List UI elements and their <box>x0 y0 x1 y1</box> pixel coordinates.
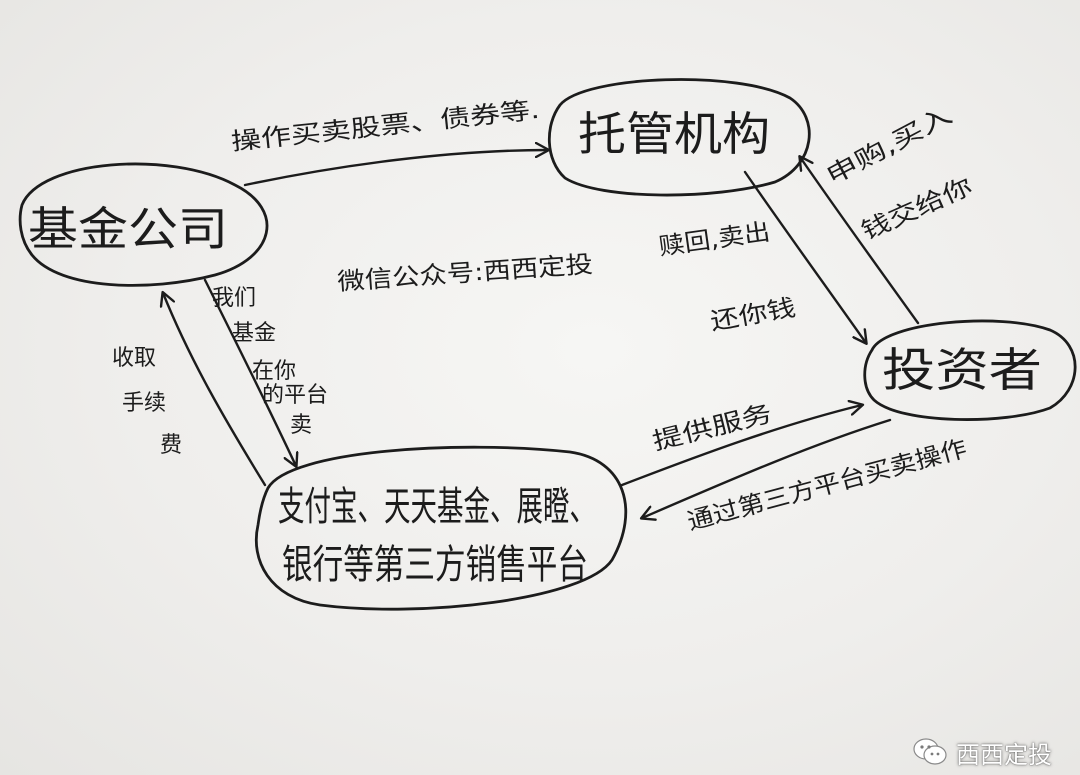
label-platform-to-fund-line2: 手续 <box>122 391 166 416</box>
label-investor-to-custodian-2: 钱交给你 <box>857 172 976 246</box>
label-fund-to-custodian: 操作买卖股票、债券等. <box>230 96 541 156</box>
node-custodian: 托管机构 <box>547 78 811 197</box>
label-custodian-to-investor-1: 赎回,卖出 <box>657 218 772 261</box>
arrow-investor-to-platform <box>642 418 892 518</box>
sales-platform-label-line2: 银行等第三方销售平台 <box>282 542 588 588</box>
label-fund-to-platform-line5: 卖 <box>290 413 312 438</box>
fund-company-label: 基金公司 <box>28 202 228 256</box>
label-platform-to-fund-line1: 收取 <box>112 346 156 371</box>
investor-label: 投资者 <box>882 343 1042 397</box>
label-platform-to-investor: 提供服务 <box>650 399 775 456</box>
node-fund-company: 基金公司 <box>18 162 269 287</box>
node-sales-platform: 支付宝、天天基金、展瞪、 银行等第三方销售平台 <box>254 445 628 611</box>
edge-custodian-to-investor: 赎回,卖出 还你钱 <box>657 170 866 343</box>
label-fund-to-platform-line3: 在你 <box>252 359 296 384</box>
arrow-investor-to-custodian <box>800 157 920 325</box>
watermark: 西西定投 <box>912 735 1052 769</box>
arrow-platform-to-fund <box>163 293 267 487</box>
arrow-platform-to-investor <box>620 405 862 487</box>
label-custodian-to-investor-2: 还你钱 <box>708 293 798 336</box>
watermark-text: 西西定投 <box>956 740 1052 769</box>
arrow-fund-to-custodian <box>243 150 548 187</box>
sales-platform-ellipse <box>254 445 628 611</box>
label-platform-to-fund-line3: 费 <box>160 433 182 458</box>
edge-fund-to-custodian: 操作买卖股票、债券等. <box>230 96 548 187</box>
label-fund-to-platform-line4: 的平台 <box>262 383 328 408</box>
label-investor-to-custodian-1: 申购,买入 <box>822 101 957 191</box>
wechat-icon <box>913 738 947 765</box>
fund-company-ellipse <box>18 162 269 287</box>
sales-platform-label-line1: 支付宝、天天基金、展瞪、 <box>278 484 596 530</box>
label-fund-to-platform-line2: 基金 <box>232 321 276 346</box>
node-investor: 投资者 <box>863 319 1077 421</box>
investor-ellipse <box>863 319 1077 421</box>
custodian-ellipse <box>547 78 811 197</box>
custodian-label: 托管机构 <box>578 107 770 161</box>
edge-investor-to-custodian: 申购,买入 钱交给你 <box>800 101 976 325</box>
edge-platform-to-fund: 收取 手续 费 <box>112 293 267 487</box>
arrow-fund-to-platform <box>203 278 296 466</box>
center-note: 微信公众号:西西定投 <box>336 250 593 296</box>
arrow-custodian-to-investor <box>743 170 866 343</box>
label-fund-to-platform-line1: 我们 <box>212 286 256 311</box>
edge-fund-to-platform: 我们 基金 在你 的平台 卖 <box>203 278 328 466</box>
label-investor-to-platform: 通过第三方平台买卖操作 <box>684 434 969 536</box>
